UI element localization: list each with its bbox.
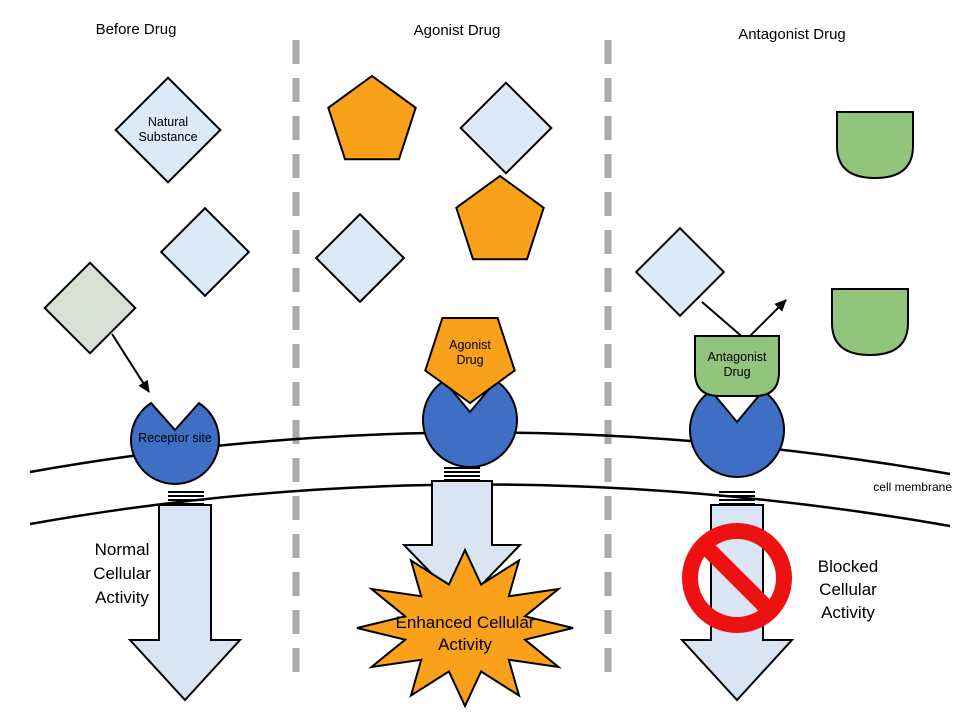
activity-label-line1: Normal bbox=[95, 540, 150, 559]
agonist-pentagon bbox=[327, 74, 417, 161]
agonist-drug-label-line2: Drug bbox=[456, 353, 483, 367]
antagonist-drug-bound bbox=[694, 335, 780, 397]
activity-label-line1: Blocked bbox=[818, 557, 878, 576]
antagonist-molecule bbox=[836, 111, 914, 180]
natural-substance-label-line1: Natural bbox=[148, 115, 188, 129]
activity-label-line3: Activity bbox=[95, 588, 149, 607]
panel-title: Before Drug bbox=[96, 21, 177, 38]
membrane-label: cell membrane bbox=[873, 480, 952, 494]
panel-agonist: Agonist Drug Agonist Drug Enhanced Cellu… bbox=[314, 22, 574, 709]
activity-arrow bbox=[679, 504, 795, 702]
receptor-site-label: Receptor site bbox=[138, 431, 212, 445]
receptor-site bbox=[689, 389, 785, 478]
panel-title: Agonist Drug bbox=[414, 22, 501, 39]
substance-diamond bbox=[314, 212, 406, 304]
agonist-drug-label-line1: Agonist bbox=[449, 338, 491, 352]
antagonist-drug-label-line2: Drug bbox=[723, 365, 750, 379]
receptor-site bbox=[130, 401, 220, 485]
substance-diamond bbox=[459, 81, 553, 175]
activity-label-line1: Enhanced Cellular bbox=[396, 613, 535, 632]
enhanced-activity-starburst bbox=[356, 547, 574, 709]
agonist-pentagon bbox=[455, 174, 545, 261]
substance-diamond-binding bbox=[43, 261, 137, 355]
prohibition-sign bbox=[682, 523, 792, 633]
natural-substance-label-line2: Substance bbox=[138, 130, 197, 144]
substance-diamond bbox=[634, 226, 726, 318]
antagonist-molecule bbox=[831, 288, 909, 357]
activity-label-line3: Activity bbox=[821, 603, 875, 622]
binding-arrow bbox=[111, 333, 150, 393]
natural-substance-diamond bbox=[114, 76, 222, 184]
antagonist-drug-label-line1: Antagonist bbox=[707, 350, 767, 364]
activity-label-line2: Cellular bbox=[819, 580, 877, 599]
substance-diamond bbox=[159, 206, 251, 298]
panel-title: Antagonist Drug bbox=[738, 26, 846, 43]
activity-label-line2: Cellular bbox=[93, 564, 151, 583]
panel-before: Before Drug Natural Substance Receptor s… bbox=[43, 21, 251, 702]
panel-antagonist: Antagonist Drug Antagonist Drug Blocked … bbox=[634, 26, 914, 702]
agonist-drug-bound bbox=[424, 317, 516, 405]
activity-label-line2: Activity bbox=[438, 635, 492, 654]
receptor-site bbox=[422, 379, 518, 468]
activity-arrow bbox=[127, 504, 243, 702]
